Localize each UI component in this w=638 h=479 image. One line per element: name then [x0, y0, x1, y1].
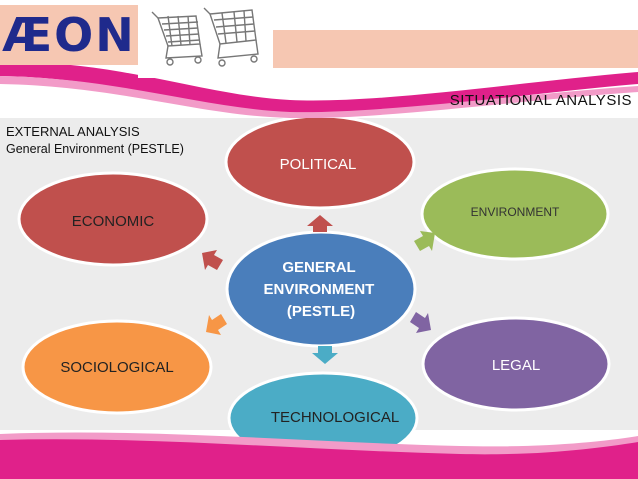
node-sociological — [21, 319, 213, 415]
pestle-diagram: GENERAL ENVIRONMENT (PESTLE) POLITICAL E… — [17, 118, 611, 465]
footer-wave-band — [0, 432, 638, 479]
node-environment-label: ENVIRONMENT — [471, 205, 560, 219]
analysis-subtitle: General Environment (PESTLE) — [6, 142, 184, 156]
arrow-up-icon — [307, 215, 333, 232]
svg-text:GENERAL ENVIRONMENT (P: GENERAL ENVIRONMENT (PESTLE) — [263, 259, 378, 320]
brand-logo-box: ÆON — [0, 5, 138, 65]
node-legal — [421, 316, 611, 412]
node-economic — [17, 171, 209, 267]
node-legal-label: LEGAL — [492, 357, 540, 374]
arrow-upper-right-icon — [414, 231, 435, 251]
header-wave-band — [0, 61, 638, 119]
center-label-line-2: ENVIRONMENT — [263, 281, 374, 298]
arrow-lower-right-icon — [410, 312, 431, 333]
section-title: SITUATIONAL ANALYSIS — [449, 92, 632, 109]
arrow-down-icon — [312, 346, 338, 364]
node-sociological-label: SOCIOLOGICAL — [60, 359, 173, 376]
node-political-label: POLITICAL — [280, 156, 357, 173]
node-technological-label: TECHNOLOGICAL — [271, 409, 399, 426]
brand-logo: ÆON — [2, 8, 136, 62]
center-label-line-3: (PESTLE) — [287, 303, 355, 320]
center-label-line-1: GENERAL — [282, 259, 355, 276]
node-political — [224, 118, 416, 210]
analysis-title: EXTERNAL ANALYSIS — [6, 124, 140, 139]
arrow-upper-left-icon — [202, 250, 223, 270]
node-environment — [420, 167, 610, 261]
header-strip — [273, 30, 638, 68]
node-economic-label: ECONOMIC — [72, 213, 155, 230]
arrow-lower-left-icon — [206, 314, 227, 335]
shopping-cart-icon — [138, 0, 273, 78]
